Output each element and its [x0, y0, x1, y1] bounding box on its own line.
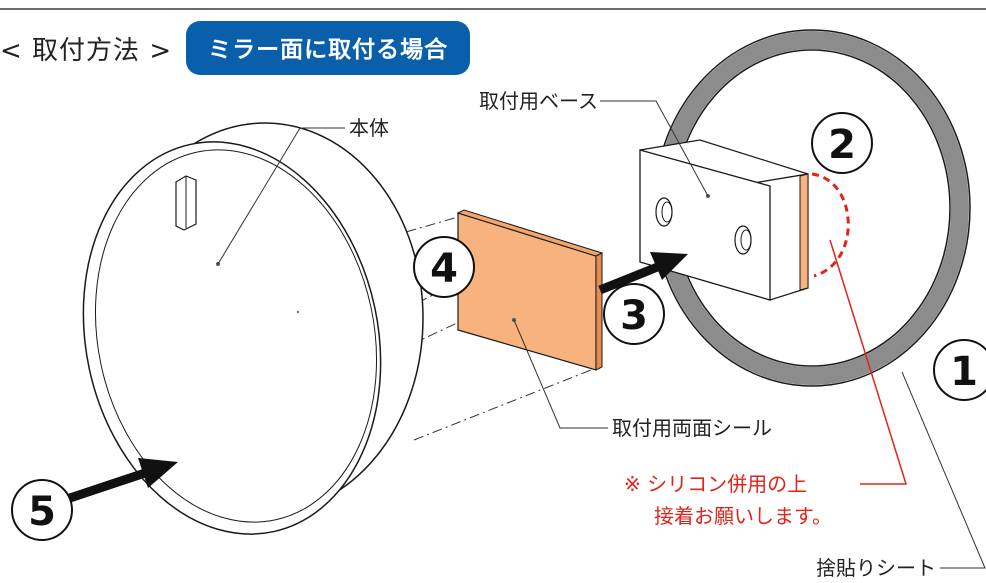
step-4: 4: [413, 236, 475, 298]
method-badge: ミラー面に取付る場合: [186, 21, 471, 75]
svg-text:4: 4: [430, 246, 458, 292]
note-line-1: ※ シリコン併用の上: [624, 472, 807, 496]
note-leader: [829, 239, 908, 485]
double-sided-tape: [456, 209, 604, 371]
step-5: 5: [11, 479, 73, 541]
label-body: 本体: [349, 116, 389, 140]
svg-text:3: 3: [620, 293, 648, 339]
step-3: 3: [603, 283, 665, 345]
header: < 取付方法 > ミラー面に取付る場合: [0, 20, 471, 76]
label-double-sided-tape: 取付用両面シール: [612, 416, 772, 440]
arrow-3: [598, 252, 688, 295]
leader-lines: [217, 100, 986, 569]
step-1: 1: [933, 339, 986, 401]
header-rule: [0, 8, 986, 10]
device-body: [82, 122, 424, 535]
label-waste-sheet: 捨貼りシート: [816, 556, 936, 580]
section-title: < 取付方法 >: [0, 35, 173, 66]
svg-text:1: 1: [950, 349, 978, 395]
svg-text:2: 2: [828, 122, 856, 168]
silicone-marker: [811, 172, 850, 278]
label-mounting-base: 取付用ベース: [479, 89, 598, 113]
svg-text:5: 5: [28, 489, 56, 535]
step-2: 2: [811, 112, 873, 174]
note-line-2: 接着お願いします。: [654, 504, 832, 528]
